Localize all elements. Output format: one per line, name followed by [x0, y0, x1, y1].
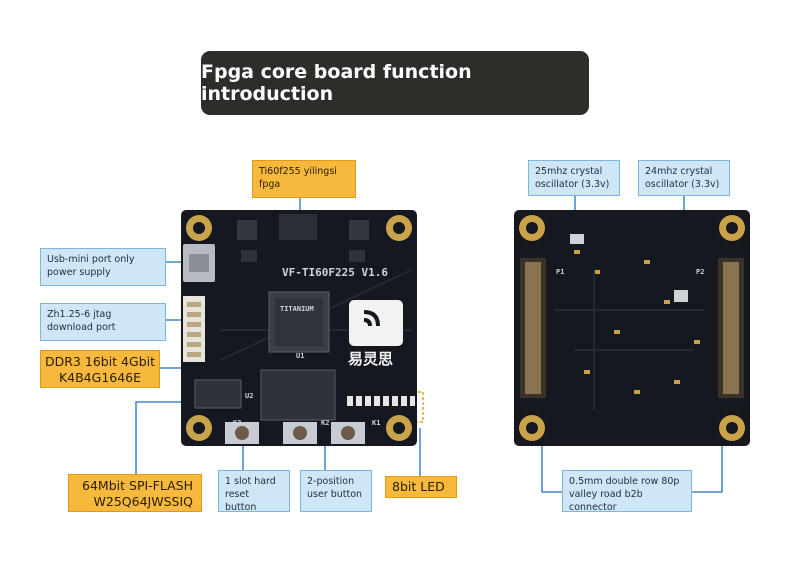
label-led: 8bit LED [385, 476, 457, 498]
inductor [279, 214, 317, 240]
label-ddr3-line1: DDR3 16bit 4Gbit [45, 354, 155, 369]
regulator [241, 250, 257, 262]
ref-p1: P1 [556, 268, 565, 276]
push-buttons [225, 422, 365, 444]
label-user-button: 2-position user button [300, 470, 372, 512]
page-title: Fpga core board function introduction [201, 51, 589, 115]
label-reset: 1 slot hard reset button [218, 470, 290, 513]
label-jtag: Zh1.25-6 jtag download port [40, 303, 166, 341]
label-connector: 0.5mm double row 80p valley road b2b con… [562, 470, 692, 513]
label-osc24: 24mhz crystal oscillator (3.3v) [638, 160, 730, 196]
label-flash-line1: 64Mbit SPI-FLASH [82, 478, 193, 493]
label-ddr3-line2: K4B4G1646E [58, 370, 142, 385]
ref-u2: U2 [245, 392, 254, 400]
oscillator-25mhz [570, 234, 584, 244]
label-ddr3: DDR3 16bit 4Gbit K4B4G1646E [40, 350, 160, 388]
leader-connector-2 [692, 440, 723, 493]
label-fpga: Ti60f255 yilingsi fpga [252, 160, 356, 198]
ref-p2: P2 [696, 268, 705, 276]
label-flash-line2: W25Q64JWSSIQ [93, 494, 193, 509]
fpga-board-top [181, 210, 417, 446]
ref-k1: K1 [372, 419, 381, 427]
ref-u1: U1 [296, 352, 305, 360]
inductor [237, 220, 257, 240]
label-usb: Usb-mini port only power supply [40, 248, 166, 286]
inductor [349, 220, 369, 240]
oscillator-24mhz [674, 290, 688, 302]
chip-brand: TITANIUM [280, 305, 314, 313]
fpga-board-bottom [514, 210, 750, 446]
ref-k2: K2 [321, 419, 330, 427]
led-array [347, 396, 415, 406]
ddr3-chip [260, 369, 336, 421]
spi-flash-chip [194, 379, 242, 409]
logo-text: 易灵思 [348, 350, 394, 368]
label-osc25: 25mhz crystal oscillator (3.3v) [528, 160, 620, 196]
board-model-label: VF-TI60F225 V1.6 [282, 266, 388, 279]
label-flash: 64Mbit SPI-FLASH W25Q64JWSSIQ [68, 474, 202, 512]
leader-connector [541, 440, 562, 493]
ref-k3: K3 [233, 419, 242, 427]
regulator [349, 250, 365, 262]
